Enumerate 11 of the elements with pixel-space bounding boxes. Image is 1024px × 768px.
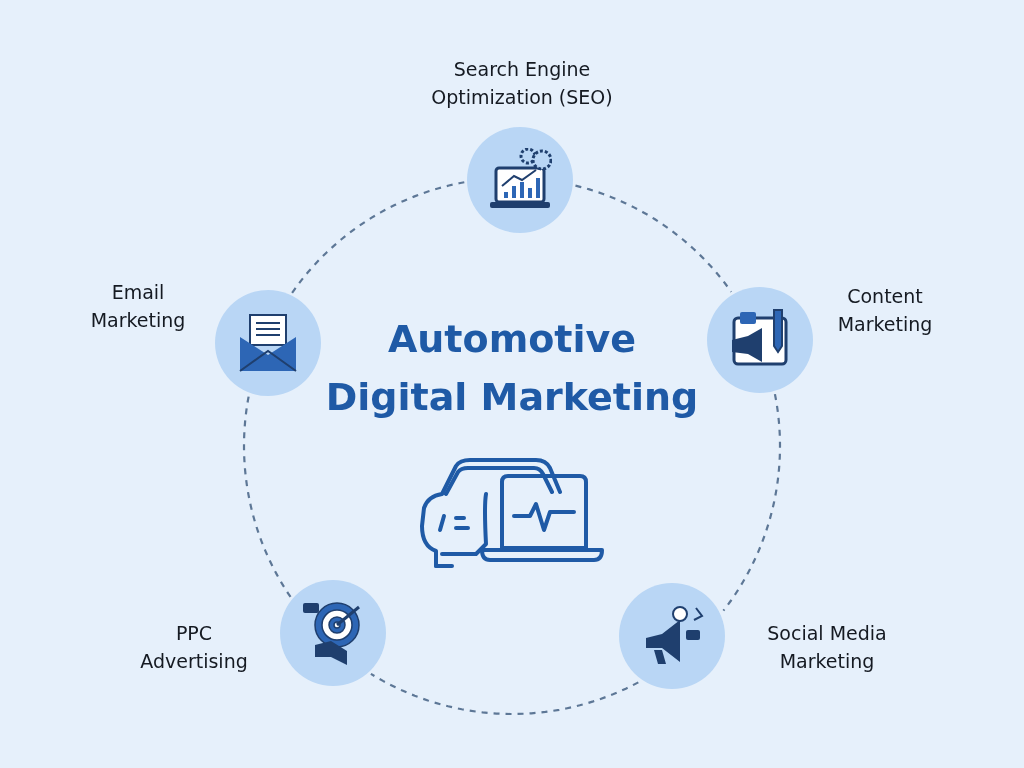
node-label: Content Marketing [836, 284, 934, 337]
dashed-connector [575, 184, 733, 293]
dashed-connector [291, 181, 465, 294]
diagram-title: Automotive Digital Marketing [324, 316, 700, 421]
dashed-connector [370, 672, 639, 716]
node-label: PPC Advertising [139, 621, 249, 674]
node-label: Search Engine Optimization (SEO) [430, 57, 614, 110]
node-label: Social Media Marketing [766, 621, 888, 674]
dashed-connector [722, 393, 782, 612]
node-label: Email Marketing [89, 280, 187, 333]
dashed-connector [242, 395, 292, 598]
